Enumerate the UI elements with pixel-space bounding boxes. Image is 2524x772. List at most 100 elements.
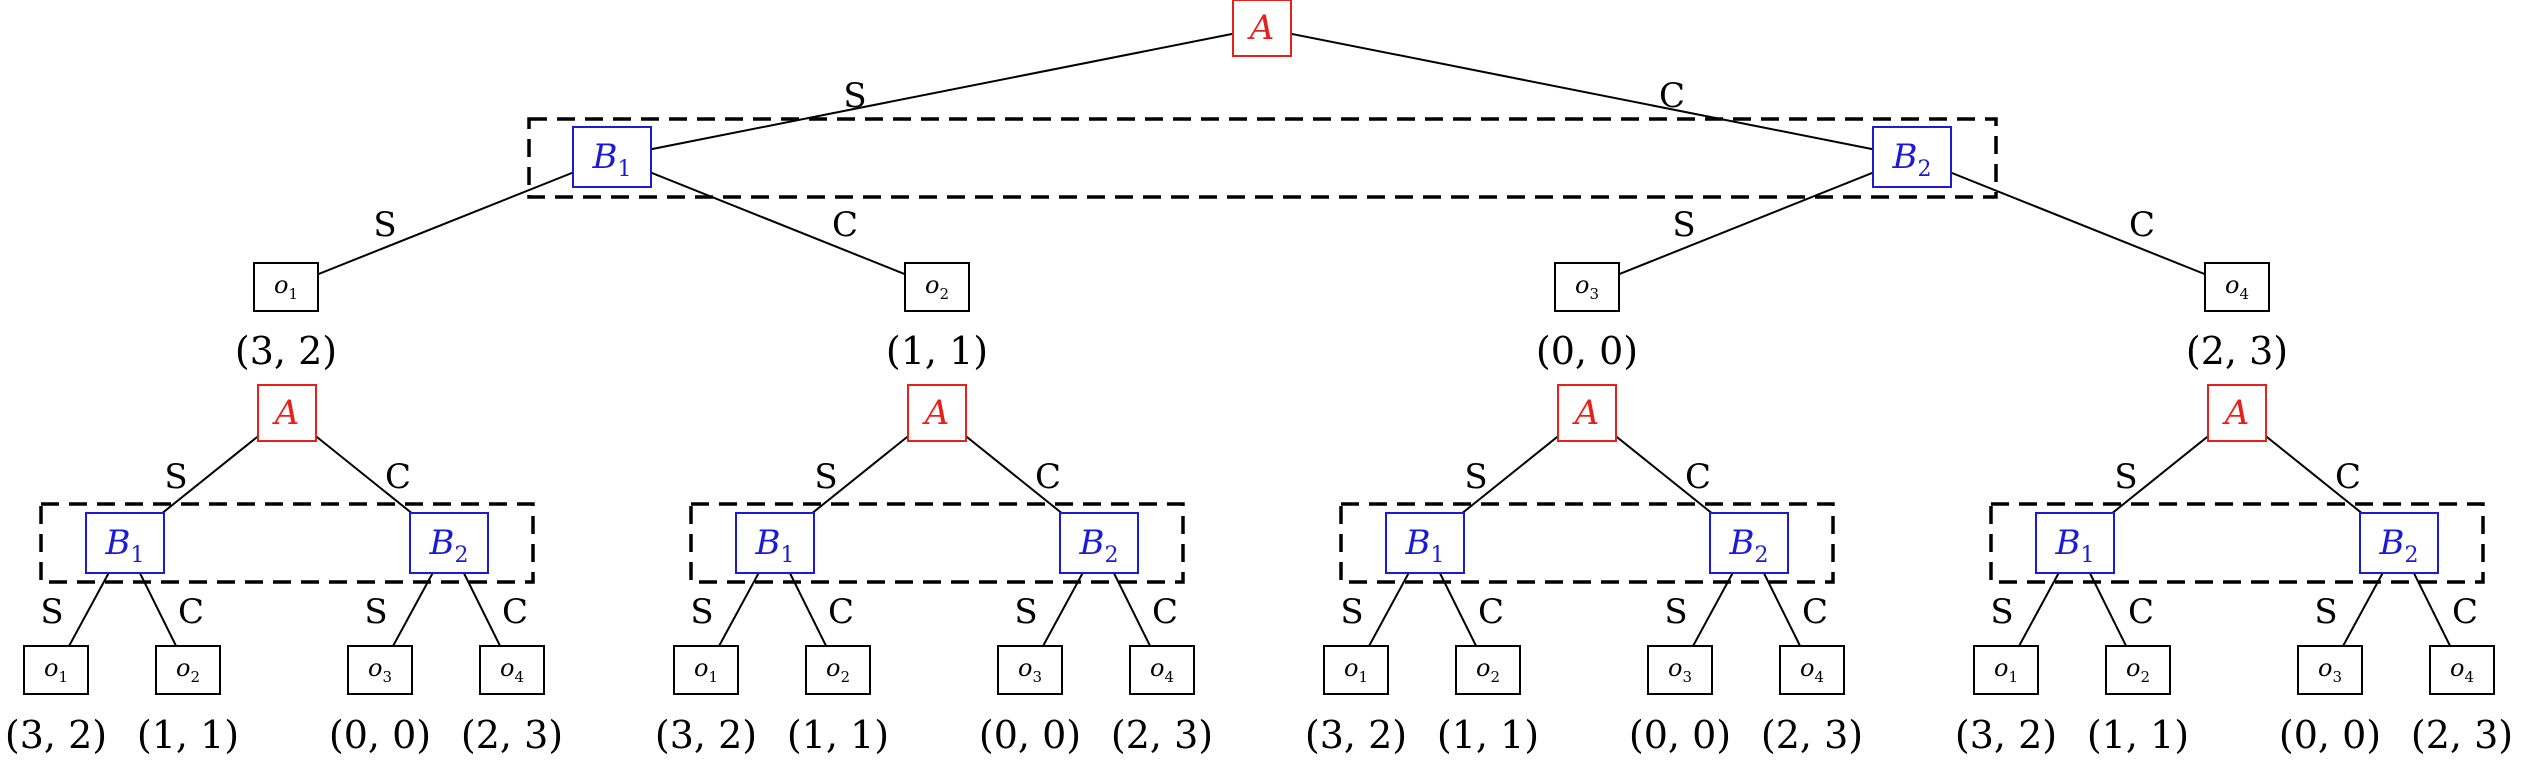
- edge-label-sub2-b1-c: C: [828, 592, 854, 632]
- edge-label-sub1-b1-c: C: [178, 592, 204, 632]
- outcome-sub1-o1-label: o1: [44, 654, 68, 686]
- node-sub3-b1: [1385, 512, 1465, 574]
- payoff-sub4-o2: (1, 1): [2087, 713, 2189, 757]
- node-sub2-b2: [1059, 512, 1139, 574]
- edge-label-sub1-b1-s: S: [40, 592, 63, 632]
- edge-label-sub1-a-c: C: [385, 457, 411, 497]
- outcome-sub4-o3: [2297, 645, 2363, 695]
- outcome-sub3-o4-label: o4: [1800, 654, 1824, 686]
- payoff-top-o2: (1, 1): [886, 329, 988, 373]
- outcome-sub3-o2-label: o2: [1476, 654, 1500, 686]
- outcome-sub1-o3: [347, 645, 413, 695]
- node-sub4-b2-label: B2: [2379, 523, 2419, 568]
- node-sub4-b1: [2035, 512, 2115, 574]
- node-sub4-a: [2207, 384, 2267, 442]
- edge-label-sub1-b2-s: S: [364, 592, 387, 632]
- node-sub1-a: [257, 384, 317, 442]
- payoff-sub4-o1: (3, 2): [1955, 713, 2057, 757]
- edge-label-sub3-b1-s: S: [1340, 592, 1363, 632]
- payoff-sub3-o1: (3, 2): [1305, 713, 1407, 757]
- outcome-sub3-o3-label: o3: [1668, 654, 1692, 686]
- edge-label-sub3-b1-c: C: [1478, 592, 1504, 632]
- outcome-sub2-o1-label: o1: [694, 654, 718, 686]
- payoff-sub3-o3: (0, 0): [1629, 713, 1731, 757]
- payoff-sub1-o3: (0, 0): [329, 713, 431, 757]
- edge-label-sub2-a-c: C: [1035, 457, 1061, 497]
- edge-label-sub3-b2-c: C: [1802, 592, 1828, 632]
- payoff-sub1-o1: (3, 2): [5, 713, 107, 757]
- edge-label-sub4-b2-c: C: [2452, 592, 2478, 632]
- edge-root-s: [611, 27, 1263, 158]
- information-set-subgame-4: [1989, 502, 2485, 584]
- payoff-sub1-o2: (1, 1): [137, 713, 239, 757]
- outcome-sub1-o4-label: o4: [500, 654, 524, 686]
- node-sub2-a-label: A: [922, 393, 950, 433]
- edge-root-c: [1261, 27, 1913, 158]
- edge-label-sub4-b2-s: S: [2314, 592, 2337, 632]
- outcome-top-o4-label: o4: [2225, 271, 2249, 303]
- edge-top-b1-c: [611, 156, 938, 288]
- edge-top-b2-c: [1911, 156, 2238, 288]
- edge-label-top-b2-s: S: [1672, 205, 1695, 245]
- edge-label-sub3-a-c: C: [1685, 457, 1711, 497]
- edge-label-sub2-b1-s: S: [690, 592, 713, 632]
- outcome-top-o3-label: o3: [1575, 271, 1599, 303]
- node-top-b2: [1872, 126, 1952, 188]
- edge-label-sub2-b2-s: S: [1014, 592, 1037, 632]
- outcome-sub1-o4: [479, 645, 545, 695]
- outcome-sub4-o2: [2105, 645, 2171, 695]
- outcome-sub2-o2: [805, 645, 871, 695]
- payoff-sub2-o1: (3, 2): [655, 713, 757, 757]
- payoff-sub3-o4: (2, 3): [1761, 713, 1863, 757]
- edge-label-root-s: S: [843, 76, 866, 116]
- edge-label-sub1-a-s: S: [164, 457, 187, 497]
- node-sub2-a: [907, 384, 967, 442]
- node-sub4-b2: [2359, 512, 2439, 574]
- outcome-sub2-o1: [673, 645, 739, 695]
- outcome-sub4-o3-label: o3: [2318, 654, 2342, 686]
- payoff-top-o3: (0, 0): [1536, 329, 1638, 373]
- outcome-sub3-o1-label: o1: [1344, 654, 1368, 686]
- node-sub3-a: [1557, 384, 1617, 442]
- node-sub4-b1-label: B1: [2055, 523, 2095, 568]
- node-sub4-a-label: A: [2222, 393, 2250, 433]
- edge-label-sub4-b1-s: S: [1990, 592, 2013, 632]
- node-top-b2-label: B2: [1892, 137, 1932, 182]
- node-top-b1-label: B1: [592, 137, 632, 182]
- edge-label-top-b1-c: C: [832, 205, 858, 245]
- payoff-top-o1: (3, 2): [235, 329, 337, 373]
- node-top-b1: [572, 126, 652, 188]
- information-set-subgame-1: [39, 502, 535, 584]
- outcome-sub1-o2-label: o2: [176, 654, 200, 686]
- edge-top-b1-s: [285, 156, 613, 288]
- edge-label-root-c: C: [1659, 76, 1685, 116]
- node-sub3-a-label: A: [1572, 393, 1600, 433]
- payoff-sub3-o2: (1, 1): [1437, 713, 1539, 757]
- outcome-sub3-o3: [1647, 645, 1713, 695]
- outcome-sub4-o1: [1973, 645, 2039, 695]
- edge-label-sub3-b2-s: S: [1664, 592, 1687, 632]
- edge-label-sub2-b2-c: C: [1152, 592, 1178, 632]
- node-sub1-b2-label: B2: [429, 523, 469, 568]
- payoff-top-o4: (2, 3): [2186, 329, 2288, 373]
- outcome-top-o2-label: o2: [925, 271, 949, 303]
- payoff-sub4-o3: (0, 0): [2279, 713, 2381, 757]
- outcome-sub3-o1: [1323, 645, 1389, 695]
- node-root-a-label: A: [1247, 8, 1275, 48]
- outcome-top-o1: [253, 262, 319, 312]
- outcome-sub2-o2-label: o2: [826, 654, 850, 686]
- outcome-sub4-o1-label: o1: [1994, 654, 2018, 686]
- outcome-sub1-o2: [155, 645, 221, 695]
- outcome-top-o2: [904, 262, 970, 312]
- edge-label-sub4-a-c: C: [2335, 457, 2361, 497]
- outcome-sub4-o4: [2429, 645, 2495, 695]
- node-sub2-b1: [735, 512, 815, 574]
- information-set-top: [527, 117, 1998, 199]
- outcome-top-o4: [2204, 262, 2270, 312]
- information-set-subgame-3: [1339, 502, 1835, 584]
- information-set-subgame-2: [689, 502, 1185, 584]
- outcome-sub2-o3-label: o3: [1018, 654, 1042, 686]
- payoff-sub2-o3: (0, 0): [979, 713, 1081, 757]
- outcome-sub1-o3-label: o3: [368, 654, 392, 686]
- payoff-sub2-o2: (1, 1): [787, 713, 889, 757]
